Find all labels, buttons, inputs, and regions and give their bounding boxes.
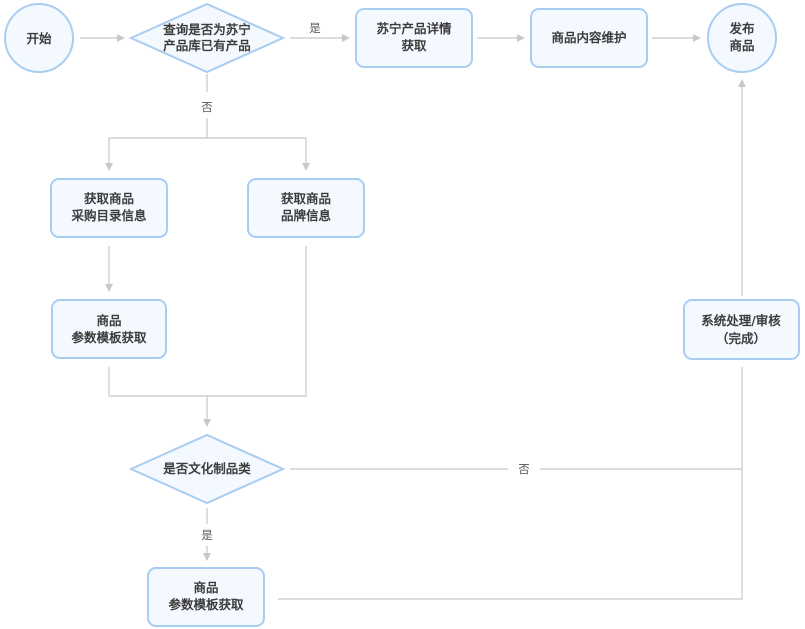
edge-label-yes-top: 是 xyxy=(309,21,321,35)
node-params-1[interactable]: 商品 参数模板获取 xyxy=(51,299,167,359)
node-get-catalog-line1: 获取商品 xyxy=(84,191,134,206)
node-query-exists-line1: 查询是否为苏宁 xyxy=(162,22,251,37)
node-system-line1: 系统处理/审核 xyxy=(701,313,781,328)
edge-params2-to-system xyxy=(278,367,743,600)
node-publish-line2: 商品 xyxy=(729,38,754,53)
edge-label-no-left: 否 xyxy=(201,100,213,114)
node-get-catalog[interactable]: 获取商品 采购目录信息 xyxy=(50,178,168,238)
edge-query-to-brand xyxy=(207,137,310,171)
node-query-culture-label: 是否文化制品类 xyxy=(162,461,251,476)
edges xyxy=(80,34,746,600)
node-get-brand[interactable]: 获取商品 品牌信息 xyxy=(247,178,365,238)
node-query-culture[interactable]: 是否文化制品类 xyxy=(128,433,286,505)
node-get-brand-line1: 获取商品 xyxy=(281,191,331,206)
node-query-exists-line2: 产品库已有产品 xyxy=(163,38,251,53)
node-system-line2: （完成） xyxy=(716,331,766,346)
node-get-brand-line2: 品牌信息 xyxy=(281,208,332,223)
edge-query-to-catalog xyxy=(105,118,208,171)
node-params-2-line1: 商品 xyxy=(193,580,218,595)
edge-label-yes-bottom: 是 xyxy=(201,528,213,542)
edge-label-no-right: 否 xyxy=(518,462,530,476)
node-maintain-label: 商品内容维护 xyxy=(551,30,626,45)
node-start-label: 开始 xyxy=(26,31,52,46)
node-publish-line1: 发布 xyxy=(728,21,755,36)
node-get-catalog-line2: 采购目录信息 xyxy=(70,208,147,223)
node-maintain[interactable]: 商品内容维护 xyxy=(530,8,648,68)
node-params-2-line2: 参数模板获取 xyxy=(168,597,244,612)
node-fetch-detail-line1: 苏宁产品详情 xyxy=(376,21,452,36)
node-fetch-detail[interactable]: 苏宁产品详情 获取 xyxy=(355,8,473,68)
node-params-1-line1: 商品 xyxy=(96,313,121,328)
node-query-exists[interactable]: 查询是否为苏宁 产品库已有产品 xyxy=(128,2,286,74)
node-publish[interactable]: 发布 商品 xyxy=(707,3,777,73)
node-fetch-detail-line2: 获取 xyxy=(401,38,427,53)
node-params-2[interactable]: 商品 参数模板获取 xyxy=(147,567,265,627)
node-system[interactable]: 系统处理/审核 （完成） xyxy=(683,299,800,360)
node-start[interactable]: 开始 xyxy=(4,3,74,73)
node-params-1-line2: 参数模板获取 xyxy=(71,330,147,345)
